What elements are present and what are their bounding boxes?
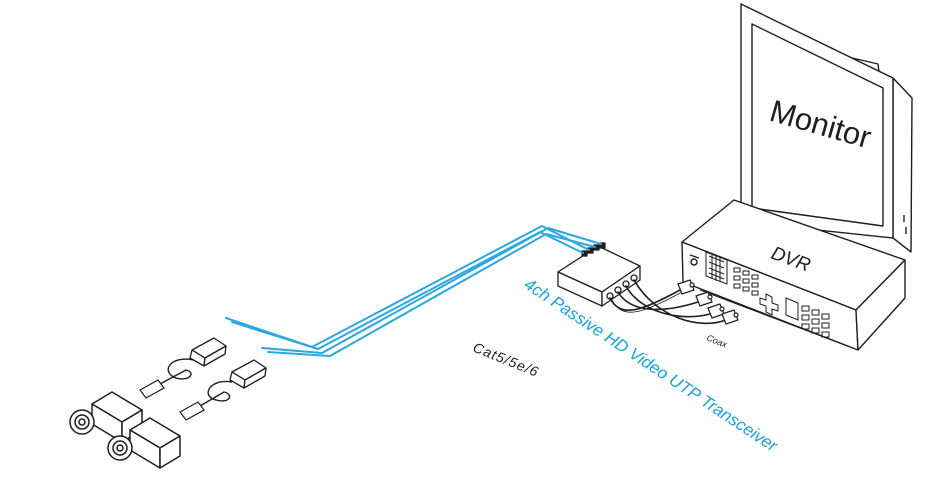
camera-icon — [69, 391, 181, 469]
dvr-front-panel — [699, 251, 851, 348]
bnc-connector-icon — [677, 279, 739, 325]
bnc-plug-icon — [139, 379, 205, 421]
coax-label: Coax — [705, 333, 729, 350]
coax-cables — [609, 279, 727, 325]
monitor-icon — [740, 3, 913, 253]
cable-label: Cat5/5e/6 — [471, 339, 542, 380]
transceiver-hub-icon — [557, 242, 641, 307]
utp-cables — [225, 225, 602, 357]
balun-icon — [189, 337, 267, 389]
balun-pigtails — [159, 358, 233, 407]
